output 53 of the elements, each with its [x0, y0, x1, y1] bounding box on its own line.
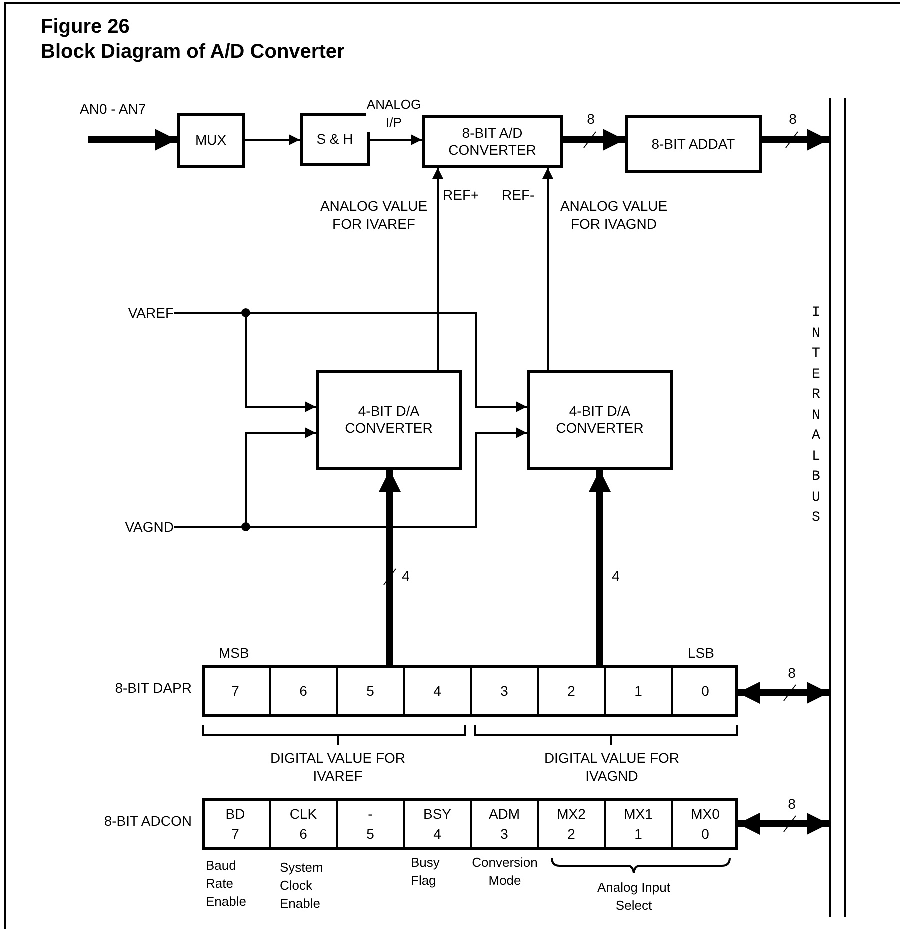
bit-label: CLK: [290, 805, 318, 824]
block-label: S & H: [316, 131, 354, 148]
bit-label: 4: [434, 682, 442, 701]
process-box: [527, 370, 673, 470]
bit-label: MX1: [624, 805, 653, 824]
bit-label: ADM: [488, 805, 520, 824]
process-box: [316, 370, 462, 470]
register-label: 8-BIT DAPR: [115, 680, 192, 696]
process-box: [625, 115, 762, 173]
bit-label: MX2: [557, 805, 586, 824]
bit-label: 6: [300, 825, 308, 844]
bit-label: BD: [226, 805, 246, 824]
bit-label: 7: [232, 682, 240, 701]
bit-label: 3: [500, 825, 508, 844]
bit-label: 5: [366, 682, 374, 701]
bit-label: BSY: [423, 805, 452, 824]
block-label: 8-BIT A/D CONVERTER: [448, 124, 538, 158]
arrow: [432, 168, 444, 370]
bit-label: 0: [702, 825, 710, 844]
bit-label: 1: [634, 825, 642, 844]
block-label: 4-BIT D/A CONVERTER: [555, 403, 645, 437]
process-box: [300, 113, 370, 166]
block-label: 8-BIT ADDAT: [652, 136, 736, 152]
bit-label: MX0: [691, 805, 720, 824]
block-label: 4-BIT D/A CONVERTER: [344, 403, 434, 437]
arrow: [762, 129, 829, 151]
register-label: 8-BIT ADCON: [104, 813, 192, 829]
process-box: [177, 113, 245, 168]
bus-label: INTERNAL BUS: [812, 304, 820, 528]
arrow: [379, 470, 401, 665]
arrow: [542, 168, 554, 370]
bit-label: 4: [434, 825, 442, 844]
bit-label: 7: [232, 825, 240, 844]
signal-label: VAREF: [100, 303, 174, 323]
bit-label: -: [368, 805, 373, 824]
arrow: [738, 682, 829, 704]
bit-label: 1: [634, 682, 642, 701]
signal-label: VAGND: [100, 517, 174, 537]
arrow: [563, 129, 625, 151]
title: Block Diagram of A/D Converter: [41, 43, 345, 61]
bit-label: 2: [568, 825, 576, 844]
bit-label: 6: [300, 682, 308, 701]
bit-label: 5: [366, 825, 374, 844]
bit-label: 2: [568, 682, 576, 701]
arrow: [88, 129, 177, 151]
block-label: MUX: [195, 132, 227, 149]
arrow: [370, 134, 422, 146]
bit-label: 0: [702, 682, 710, 701]
bit-label: 3: [500, 682, 508, 701]
arrow: [245, 134, 300, 146]
arrow: [738, 813, 829, 835]
process-box: [422, 115, 563, 168]
arrow: [589, 470, 611, 665]
